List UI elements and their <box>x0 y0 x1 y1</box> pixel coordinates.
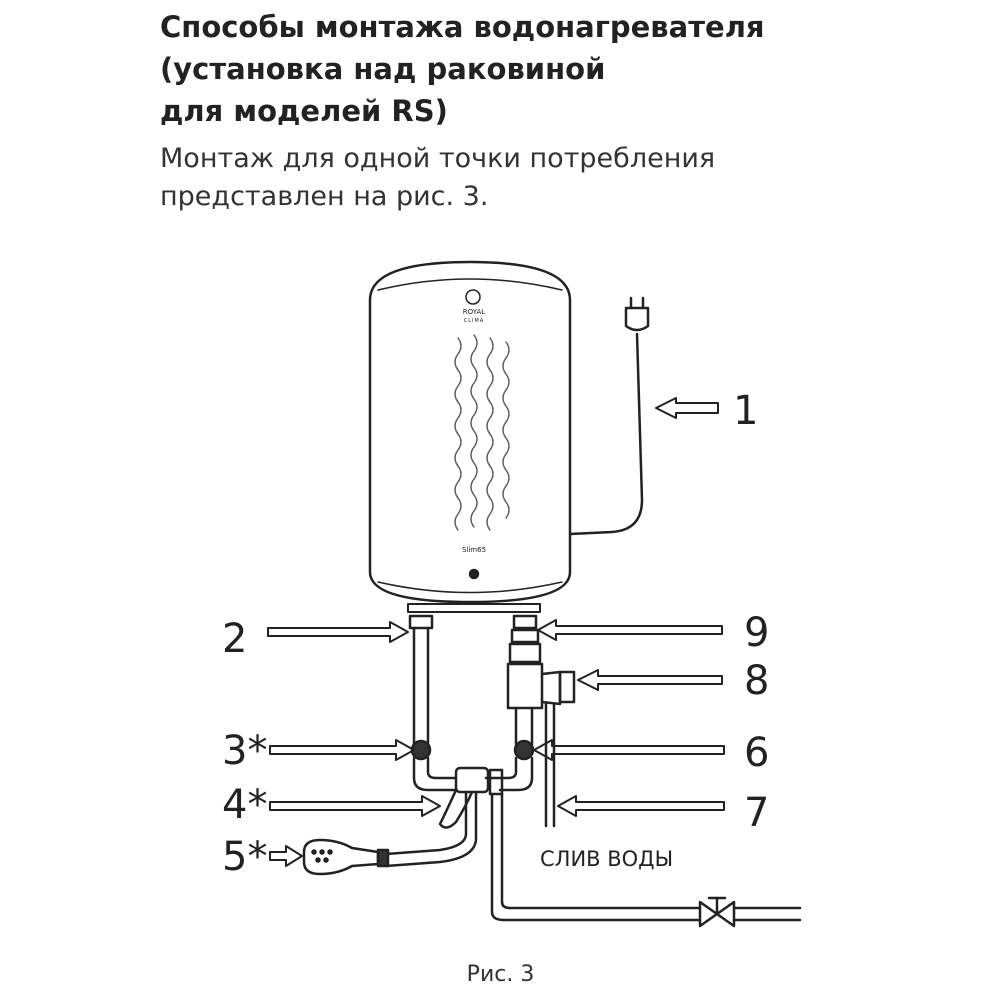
safety-valve-lever <box>558 670 576 704</box>
callout-label-5: 5* <box>222 834 267 880</box>
supply-pipe <box>490 792 802 928</box>
cold-water-inlet <box>408 614 458 792</box>
heater-brand: ROYAL <box>463 308 486 316</box>
description-line-2: представлен на рис. 3. <box>160 181 489 212</box>
arrow-3 <box>269 739 415 761</box>
brand-logo-icon <box>465 289 481 305</box>
callout-label-3: 3* <box>222 728 267 774</box>
heater-model: Slim65 <box>462 546 486 554</box>
fitting-6-right <box>513 739 535 761</box>
indicator-lamp-icon <box>468 568 480 580</box>
safety-valve-body <box>506 662 544 710</box>
mixer-tap <box>384 766 504 868</box>
plug-icon <box>624 306 650 332</box>
arrow-8 <box>577 669 723 691</box>
title-line-2: (установка над раковиной <box>160 52 606 86</box>
heater-bottom-band <box>377 581 563 594</box>
callout-arrows <box>267 397 725 867</box>
callout-label-1: 1 <box>733 388 758 434</box>
arrow-7 <box>557 795 725 817</box>
water-heater <box>368 260 572 613</box>
drain-label: СЛИВ ВОДЫ <box>540 847 673 871</box>
description: Монтаж для одной точки потребления предс… <box>160 140 715 216</box>
arrow-9 <box>537 619 723 641</box>
callout-label-9: 9 <box>744 610 769 656</box>
arrow-4 <box>269 795 441 817</box>
arrow-5 <box>269 845 303 867</box>
callout-label-4: 4* <box>222 782 267 828</box>
page-title: Способы монтажа водонагревателя (установ… <box>160 6 765 132</box>
power-cord <box>568 296 650 536</box>
heater-tank-outline <box>368 260 572 604</box>
callout-label-6: 6 <box>744 730 769 776</box>
callout-label-2: 2 <box>222 616 247 662</box>
shower-hose <box>302 838 390 876</box>
shower-head-icon <box>302 838 380 876</box>
figure-caption: Рис. 3 <box>466 962 535 987</box>
shutoff-valve-icon <box>698 900 736 928</box>
description-line-1: Монтаж для одной точки потребления <box>160 143 716 174</box>
cord-line <box>568 332 644 536</box>
callout-label-7: 7 <box>744 790 769 836</box>
heater-top-highlight <box>377 278 563 291</box>
callout-label-8: 8 <box>744 658 769 704</box>
heater-brand-sub: CLIMA <box>464 318 485 324</box>
wave-decoration <box>454 334 510 531</box>
title-line-3: для моделей RS) <box>160 94 448 128</box>
mixer-spout <box>384 790 468 856</box>
arrow-6 <box>533 739 725 761</box>
arrow-1 <box>655 397 719 419</box>
title-line-1: Способы монтажа водонагревателя <box>160 10 765 44</box>
arrow-2 <box>267 621 409 643</box>
hot-water-outlet <box>484 614 576 828</box>
heater-bottom-fitting <box>407 603 541 613</box>
